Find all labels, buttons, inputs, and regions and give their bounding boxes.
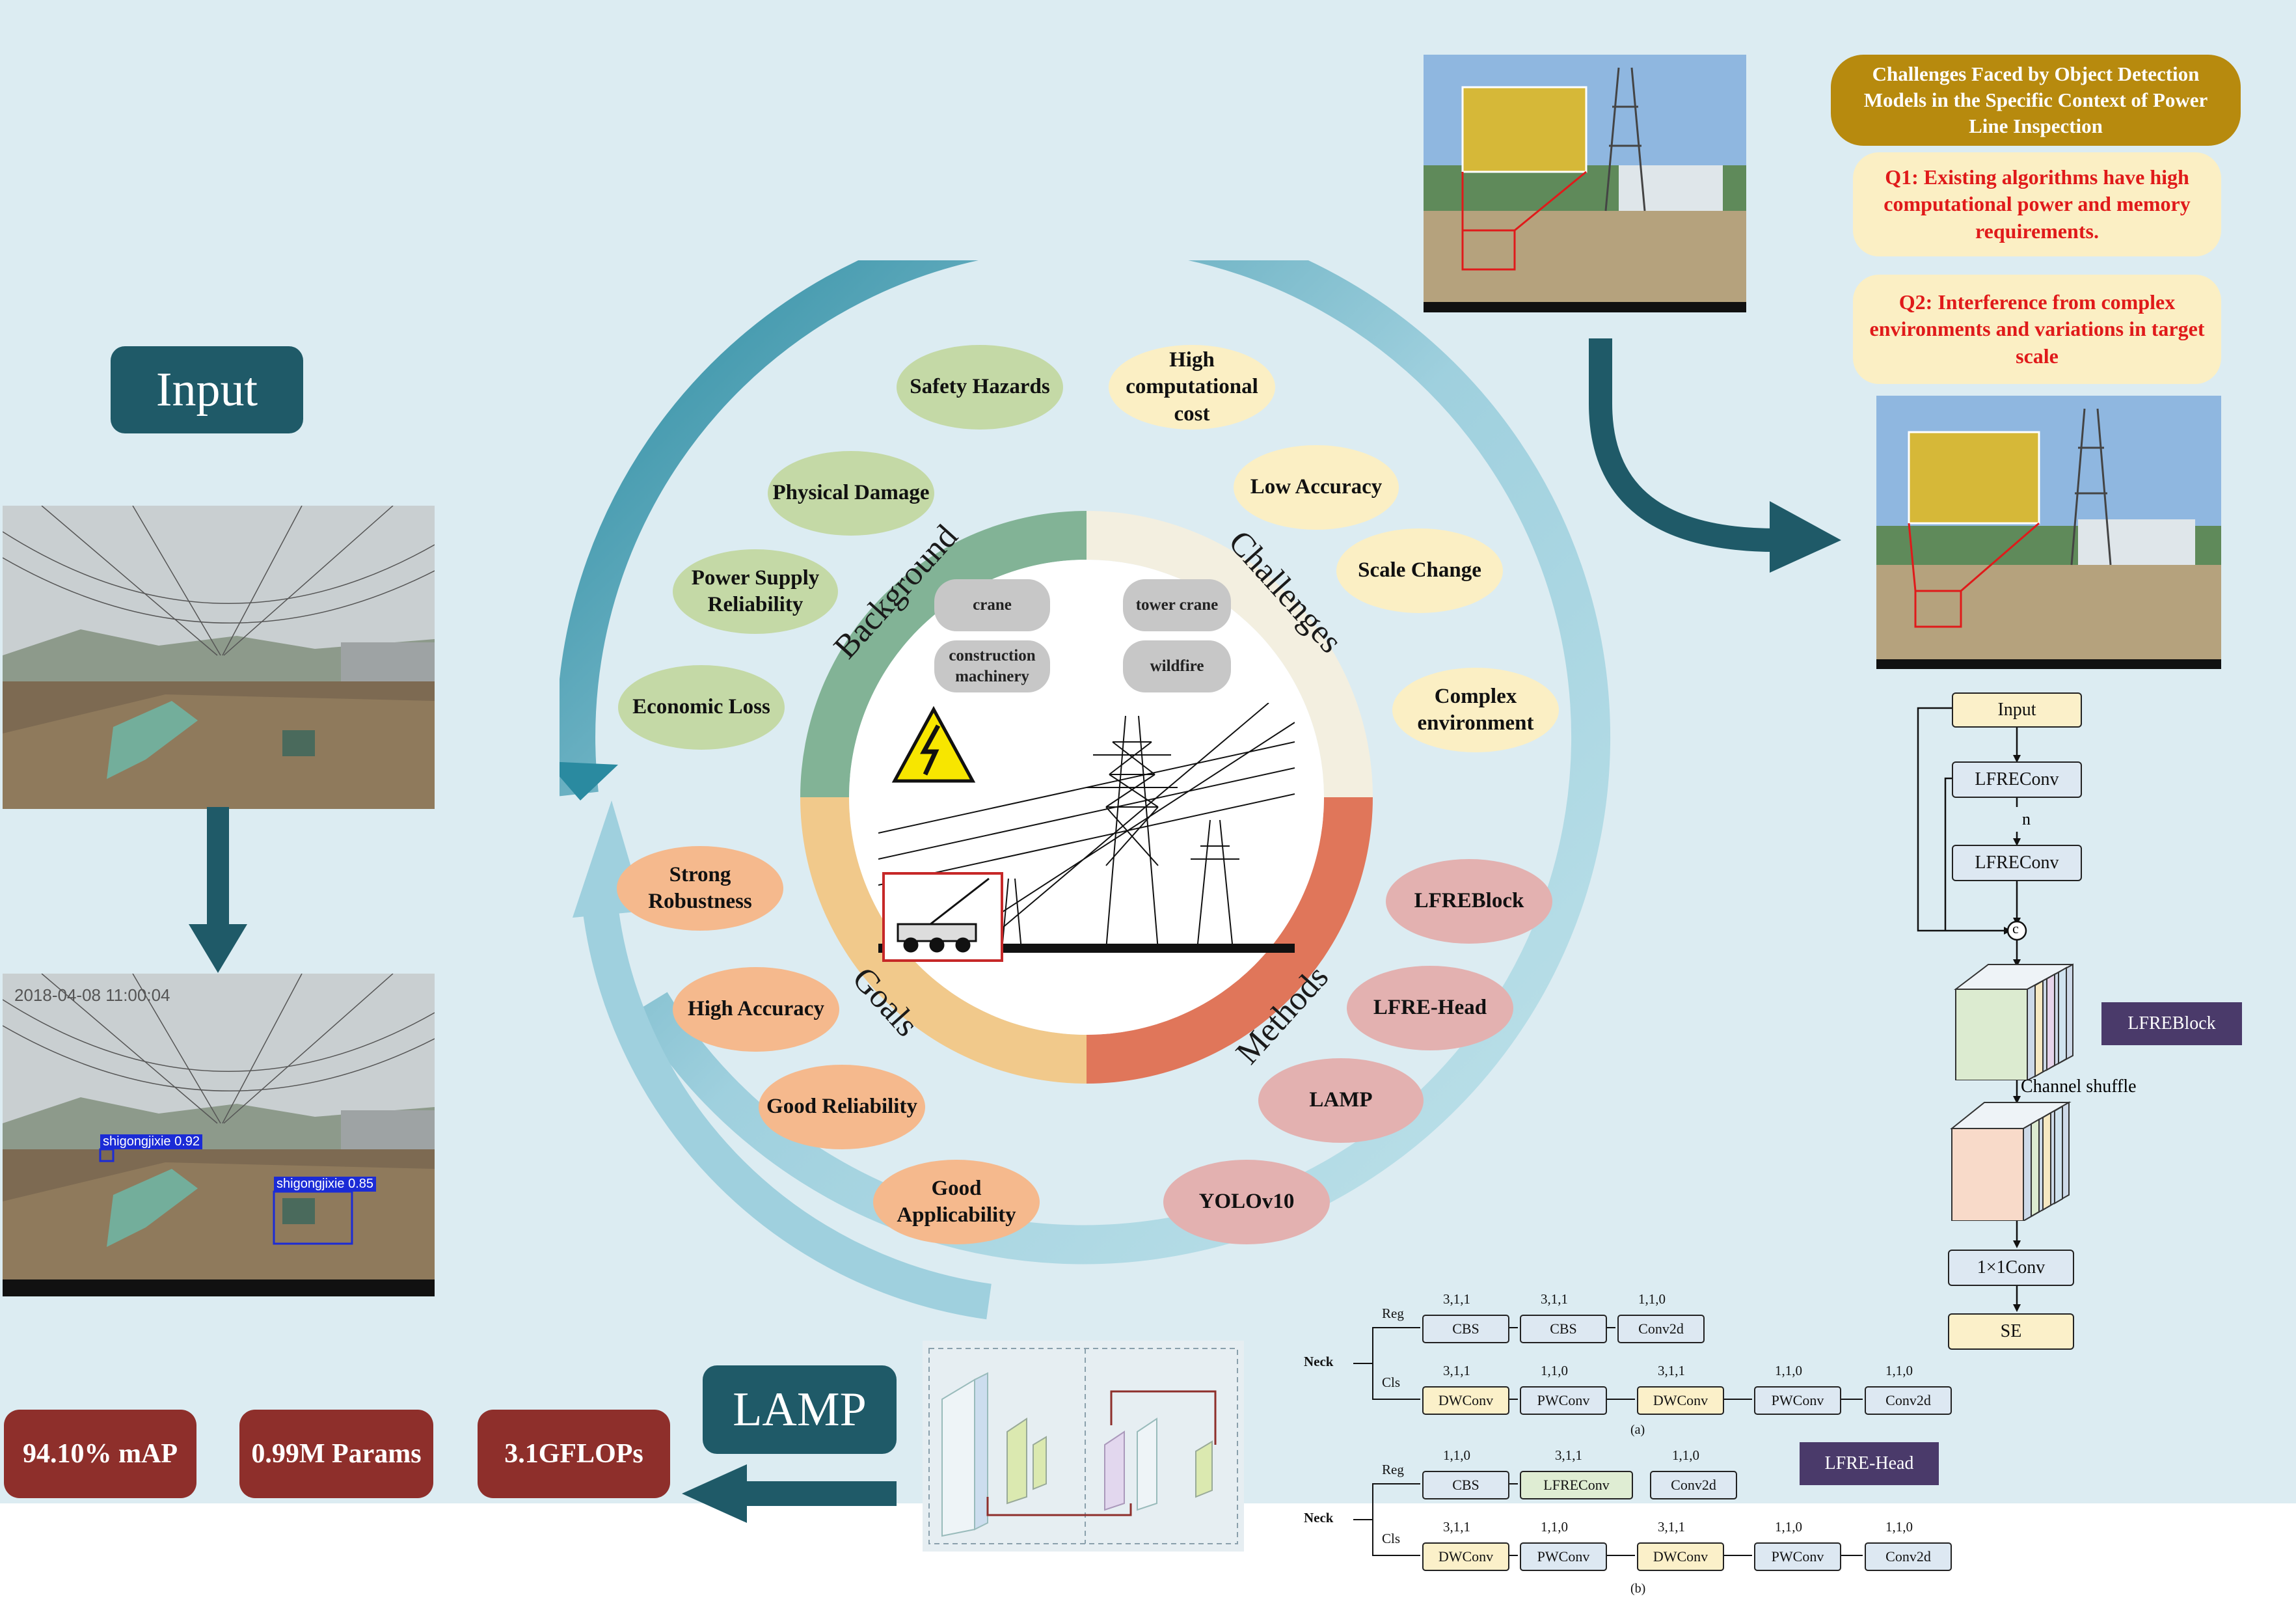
curved-arrow	[1589, 338, 1841, 573]
param-b-reg-3: 1,1,0	[1672, 1447, 1699, 1463]
box-b-reg-cbs: CBS	[1422, 1471, 1509, 1499]
box-a-cls-pwconv-2: PWConv	[1754, 1386, 1841, 1415]
box-a-cls-conv2d: Conv2d	[1865, 1386, 1952, 1415]
param-b-cls-3: 3,1,1	[1658, 1519, 1685, 1535]
detection-photo: 2018-04-08 11:00:04 shigongjixie 0.92 sh…	[3, 974, 435, 1296]
lfreblock-input: Input	[1952, 692, 2082, 728]
detection-label-1: shigongjixie 0.92	[100, 1134, 202, 1149]
power-tower-illustration	[878, 703, 1295, 962]
box-a-reg-cbs-1: CBS	[1422, 1315, 1509, 1343]
oval-strong-robustness: Strong Robustness	[617, 846, 783, 931]
challenge-q2: Q2: Interference from complex environmen…	[1853, 275, 2221, 384]
oval-high-computational-cost: High computational cost	[1109, 345, 1275, 430]
oval-complex-environment: Complex environment	[1392, 668, 1559, 752]
se-block: SE	[1948, 1313, 2074, 1350]
param-b-reg-2: 3,1,1	[1555, 1447, 1582, 1463]
param-b-cls-5: 1,1,0	[1885, 1519, 1913, 1535]
param-a-cls-2: 1,1,0	[1541, 1363, 1568, 1378]
param-a-cls-1: 3,1,1	[1443, 1363, 1470, 1378]
param-b-cls-2: 1,1,0	[1541, 1519, 1568, 1535]
lfreblock-n-label: n	[2022, 810, 2031, 828]
box-a-cls-dwconv-2: DWConv	[1637, 1386, 1724, 1415]
pill-crane: crane	[934, 579, 1050, 631]
param-a-cls-3: 3,1,1	[1658, 1363, 1685, 1378]
inspection-photo-1	[1424, 55, 1746, 312]
lfreblock-connectors	[1917, 707, 2027, 1312]
neck-label-b: Neck	[1304, 1510, 1334, 1525]
oval-safety-hazards: Safety Hazards	[897, 345, 1063, 430]
cycle-ring	[560, 260, 1611, 1320]
reg-label-b: Reg	[1382, 1462, 1404, 1477]
box-a-cls-dwconv-1: DWConv	[1422, 1386, 1509, 1415]
box-a-cls-pwconv-1: PWConv	[1520, 1386, 1607, 1415]
metric-flops: 3.1GFLOPs	[478, 1410, 670, 1498]
param-a-reg-2: 3,1,1	[1541, 1291, 1568, 1307]
lfreblock-tag: LFREBlock	[2101, 1002, 2242, 1045]
lfreblock-conv-1: LFREConv	[1952, 761, 2082, 798]
box-b-cls-pwconv-1: PWConv	[1520, 1542, 1607, 1571]
cls-label-a: Cls	[1382, 1375, 1401, 1390]
feature-cube-2	[1950, 1101, 2072, 1221]
oval-good-reliability: Good Reliability	[759, 1065, 925, 1149]
input-photo	[3, 506, 435, 809]
lamp-label: LAMP	[703, 1365, 897, 1454]
lfre-head-tag: LFRE-Head	[1800, 1442, 1939, 1485]
pill-wildfire: wildfire	[1123, 640, 1231, 692]
box-a-reg-cbs-2: CBS	[1520, 1315, 1607, 1343]
oval-economic-loss: Economic Loss	[618, 665, 785, 750]
param-a-cls-5: 1,1,0	[1885, 1363, 1913, 1378]
param-a-cls-4: 1,1,0	[1775, 1363, 1802, 1378]
inspection-photo-2	[1876, 396, 2221, 669]
box-b-cls-pwconv-2: PWConv	[1754, 1542, 1841, 1571]
caption-b: (b)	[1630, 1581, 1646, 1596]
conv-1x1: 1×1Conv	[1948, 1250, 2074, 1286]
timestamp: 2018-04-08 11:00:04	[14, 985, 170, 1005]
oval-good-applicability: Good Applicability	[873, 1160, 1040, 1244]
oval-scale-change: Scale Change	[1336, 528, 1503, 613]
metric-params: 0.99M Params	[239, 1410, 433, 1498]
pill-construction-machinery: construction machinery	[934, 640, 1050, 692]
param-b-cls-1: 3,1,1	[1443, 1519, 1470, 1535]
param-b-cls-4: 1,1,0	[1775, 1519, 1802, 1535]
challenge-q1: Q1: Existing algorithms have high comput…	[1853, 152, 2221, 256]
cls-label-b: Cls	[1382, 1531, 1401, 1546]
param-a-reg-1: 3,1,1	[1443, 1291, 1470, 1307]
box-b-cls-dwconv-2: DWConv	[1637, 1542, 1724, 1571]
feature-cube-1	[1954, 963, 2073, 1080]
lfreblock-conv-2: LFREConv	[1952, 845, 2082, 881]
oval-lfre-head: LFRE-Head	[1347, 966, 1513, 1050]
down-arrow	[189, 807, 247, 973]
box-b-cls-dwconv-1: DWConv	[1422, 1542, 1509, 1571]
caption-a: (a)	[1630, 1423, 1645, 1437]
concat-symbol: c	[2012, 920, 2019, 937]
box-b-reg-conv2d: Conv2d	[1650, 1471, 1737, 1499]
detection-label-2: shigongjixie 0.85	[274, 1177, 376, 1192]
head-connectors	[1353, 1327, 1863, 1556]
channel-shuffle-label: Channel shuffle	[2021, 1076, 2137, 1097]
left-arrow	[682, 1464, 897, 1523]
neck-label-a: Neck	[1304, 1354, 1334, 1369]
metric-map: 94.10% mAP	[4, 1410, 196, 1498]
input-label: Input	[111, 346, 303, 433]
pill-tower-crane: tower crane	[1123, 579, 1231, 631]
oval-yolov10: YOLOv10	[1163, 1160, 1330, 1244]
oval-lfreblock: LFREBlock	[1386, 859, 1552, 944]
oval-physical-damage: Physical Damage	[768, 451, 934, 536]
oval-power-supply-reliability: Power Supply Reliability	[673, 549, 838, 634]
challenges-title: Challenges Faced by Object Detection Mod…	[1831, 55, 2241, 146]
box-b-cls-conv2d: Conv2d	[1865, 1542, 1952, 1571]
lamp-illustration	[923, 1341, 1244, 1552]
param-b-reg-1: 1,1,0	[1443, 1447, 1470, 1463]
reg-label-a: Reg	[1382, 1306, 1404, 1321]
oval-high-accuracy: High Accuracy	[673, 967, 839, 1052]
oval-lamp: LAMP	[1258, 1058, 1424, 1143]
box-a-reg-conv2d: Conv2d	[1617, 1315, 1705, 1343]
param-a-reg-3: 1,1,0	[1638, 1291, 1666, 1307]
oval-low-accuracy: Low Accuracy	[1234, 445, 1399, 530]
box-b-reg-lfreconv: LFREConv	[1520, 1471, 1633, 1499]
